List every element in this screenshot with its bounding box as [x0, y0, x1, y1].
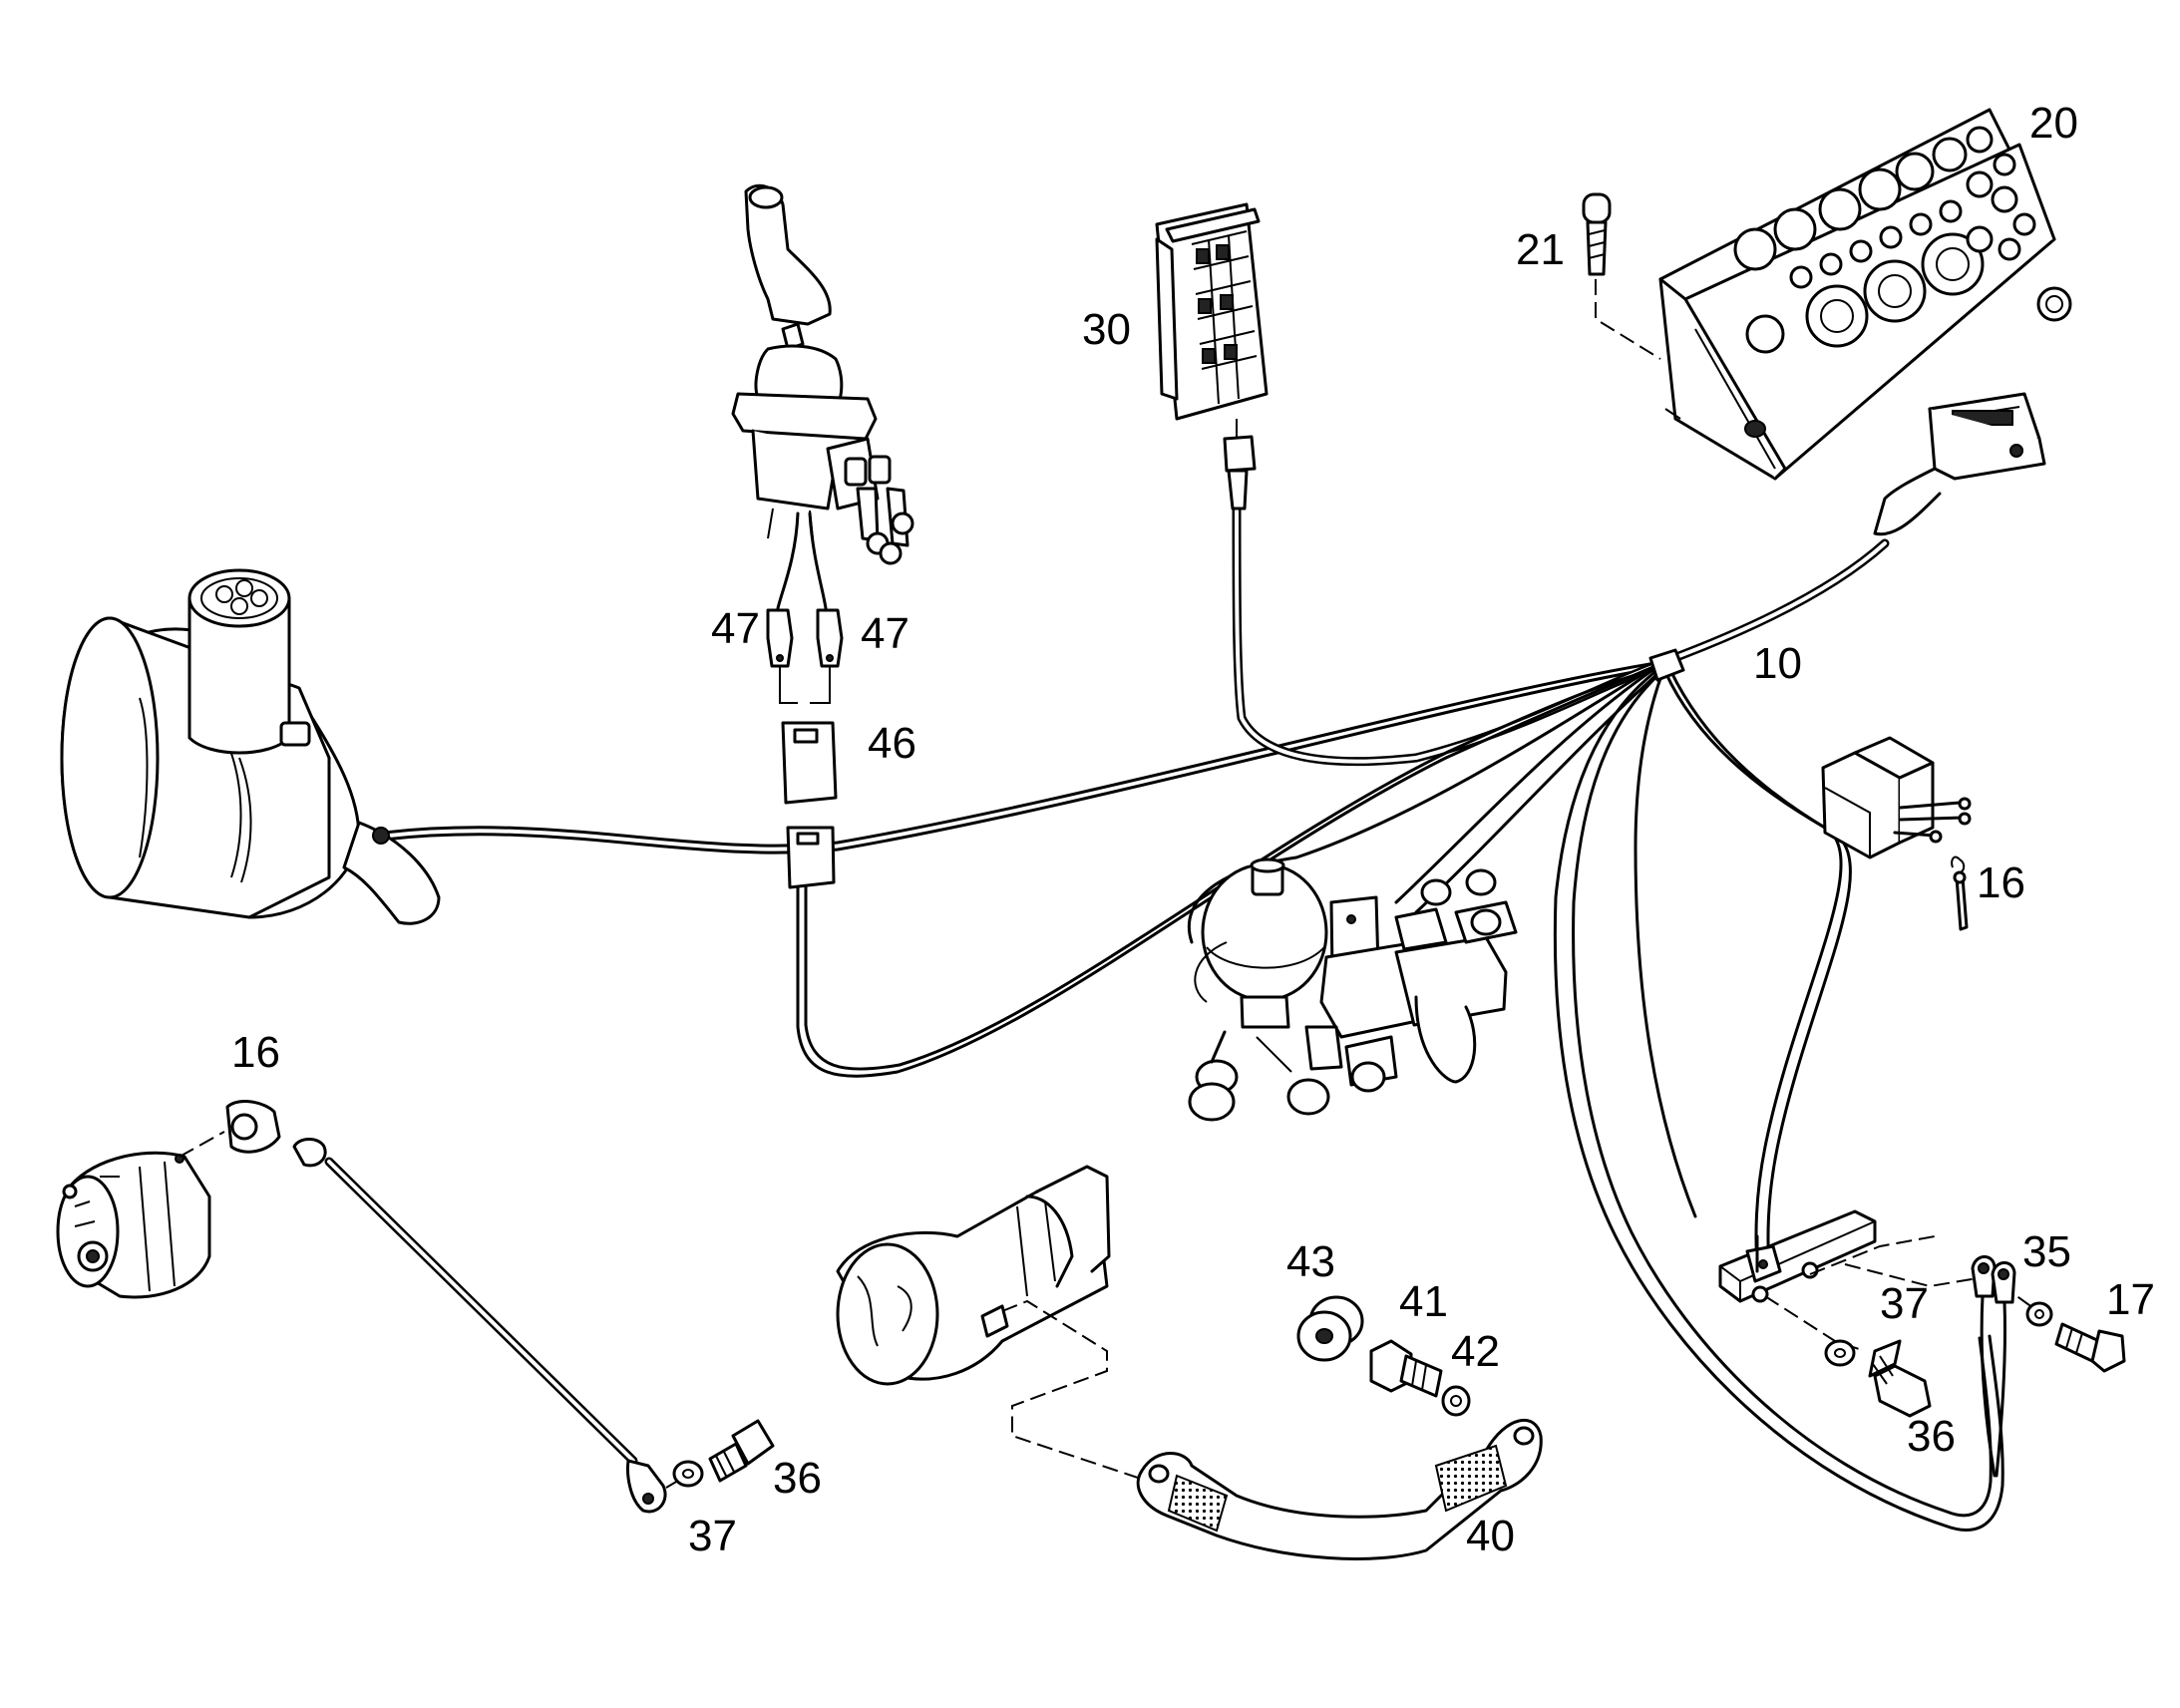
callout-20: 20	[2029, 99, 2078, 148]
callout-10: 10	[1753, 639, 1802, 688]
callout-30: 30	[1082, 305, 1131, 354]
air-cleaner	[60, 568, 441, 925]
alternator	[56, 1100, 775, 1514]
callout-41: 41	[1399, 1277, 1448, 1326]
callout-37-right: 37	[1880, 1279, 1929, 1328]
instrument-panel	[1582, 108, 2072, 536]
starter-motor	[836, 1165, 1148, 1482]
main-wiring-harness	[382, 504, 2004, 1532]
callout-37-left: 37	[688, 1512, 737, 1560]
callout-46: 46	[868, 719, 916, 768]
relay-socket	[1821, 736, 1972, 931]
callout-43: 43	[1286, 1237, 1335, 1286]
callout-35: 35	[2022, 1227, 2071, 1276]
callout-16-left: 16	[231, 1028, 280, 1077]
callout-21: 21	[1516, 225, 1565, 274]
ground-terminal-block	[1718, 1209, 2126, 1478]
joystick-assembly	[731, 183, 914, 889]
callout-42: 42	[1451, 1327, 1500, 1376]
callout-40: 40	[1466, 1512, 1515, 1560]
callout-47-right: 47	[861, 609, 909, 658]
callout-36-left: 36	[773, 1454, 822, 1503]
solenoid-valve-block	[1188, 857, 1518, 1122]
callout-47-left: 47	[711, 604, 760, 653]
relay-box	[1155, 202, 1269, 511]
callout-36-right: 36	[1907, 1412, 1956, 1461]
callout-labels: 20 21 30 47 47 46 10 16 16 43 41 42 40 3…	[231, 99, 2155, 1560]
callout-16-right: 16	[1977, 858, 2025, 907]
ground-strap	[1136, 1295, 1543, 1560]
callout-17: 17	[2106, 1275, 2155, 1324]
